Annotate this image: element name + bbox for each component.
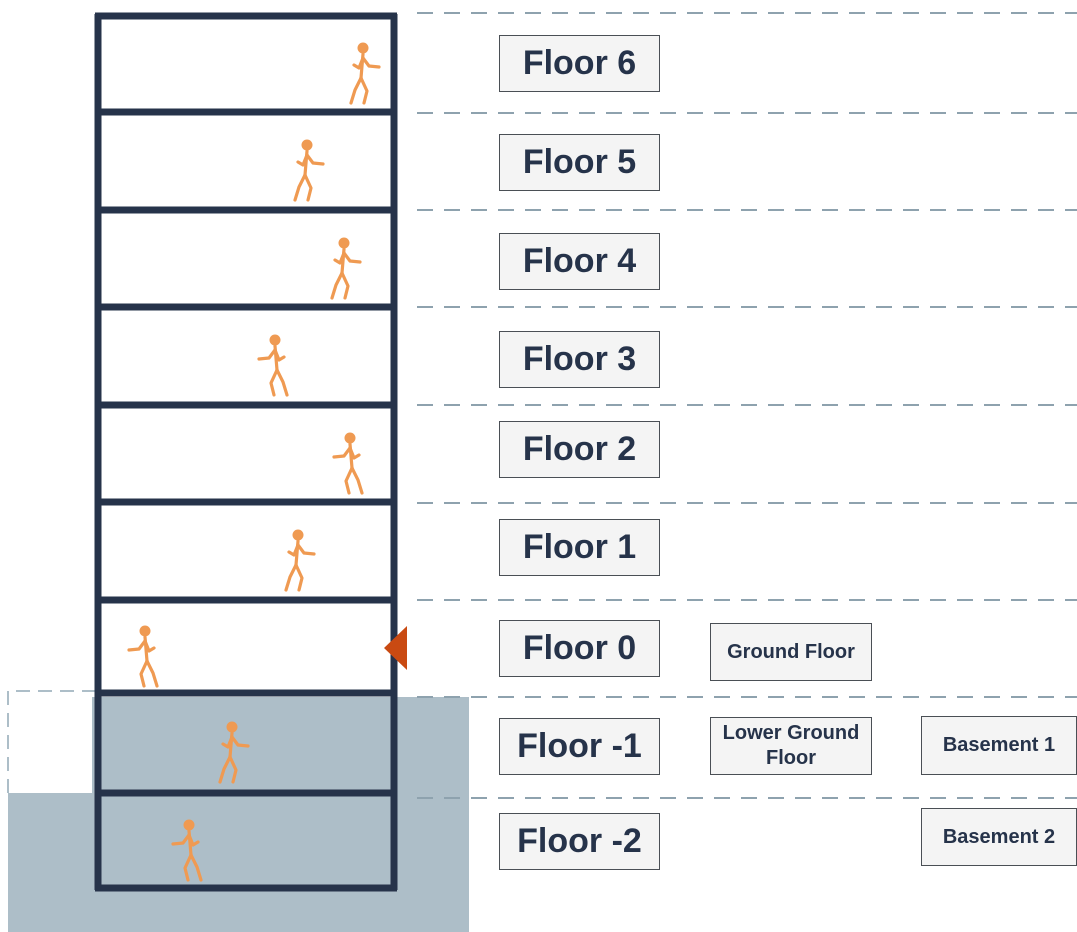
floor-label-0: Floor 0: [499, 620, 660, 677]
person-walking-icon: [171, 819, 203, 882]
floor-label-1: Floor 1: [499, 519, 660, 576]
person-walking-icon: [349, 42, 381, 105]
building: [94, 12, 398, 892]
floor-label-minus-1: Floor -1: [499, 718, 660, 775]
person-walking-icon: [330, 237, 362, 300]
floor-label-4: Floor 4: [499, 233, 660, 290]
ground-level-outline: [7, 690, 98, 793]
ground-area: [92, 697, 469, 932]
floor-label-5: Floor 5: [499, 134, 660, 191]
floor-label-3: Floor 3: [499, 331, 660, 388]
floor-label-2: Floor 2: [499, 421, 660, 478]
ground-area-left: [8, 793, 98, 932]
floor-divider-lines: [417, 12, 1077, 799]
person-walking-icon: [127, 625, 159, 688]
lower-ground-floor-label: Lower Ground Floor: [710, 717, 872, 775]
person-walking-icon: [218, 721, 250, 784]
person-walking-icon: [332, 432, 364, 495]
floor-label-minus-2: Floor -2: [499, 813, 660, 870]
person-walking-icon: [284, 529, 316, 592]
floor-label-6: Floor 6: [499, 35, 660, 92]
entrance-triangle-icon: [384, 626, 407, 670]
person-walking-icon: [257, 334, 289, 397]
person-walking-icon: [293, 139, 325, 202]
basement-2-label: Basement 2: [921, 808, 1077, 866]
people: [127, 42, 381, 882]
ground-floor-label: Ground Floor: [710, 623, 872, 681]
basement-1-label: Basement 1: [921, 716, 1077, 775]
